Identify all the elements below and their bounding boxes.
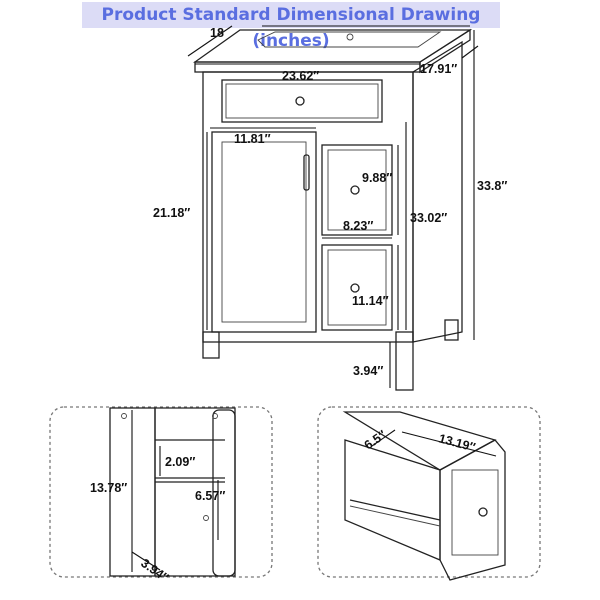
detail-left-cabinet — [109, 407, 236, 577]
label-drawer-length: 13.19″ — [437, 431, 477, 454]
label-drawer-height: 9.88″ — [362, 171, 392, 185]
label-lower-gap: 6.57″ — [195, 489, 225, 503]
page-title: Product Standard Dimensional Drawing (in… — [82, 2, 500, 51]
label-door-width: 11.81″ — [234, 132, 271, 146]
label-cabinet-height: 33.02″ — [410, 211, 447, 225]
label-drawer-width: 8.23″ — [343, 219, 373, 233]
label-lower-drawer: 11.14″ — [352, 294, 389, 308]
label-width-top: 23.62″ — [282, 69, 319, 83]
label-detail-height: 13.78″ — [90, 481, 127, 495]
label-shelf-gap: 2.09″ — [165, 455, 195, 469]
dimension-lines — [187, 25, 479, 388]
detail-right-drawer — [342, 411, 506, 581]
label-door-height: 21.18″ — [153, 206, 190, 220]
label-leg-height: 3.94″ — [353, 364, 383, 378]
detail-right-frame — [317, 406, 541, 578]
label-depth-top: 18 — [210, 26, 224, 40]
detail-left-frame — [49, 406, 273, 578]
label-total-height: 33.8″ — [477, 179, 507, 193]
label-drawer-depth: 6.5″ — [362, 428, 389, 453]
vanity-cabinet — [192, 28, 473, 391]
label-depth-side: 17.91″ — [420, 62, 457, 76]
